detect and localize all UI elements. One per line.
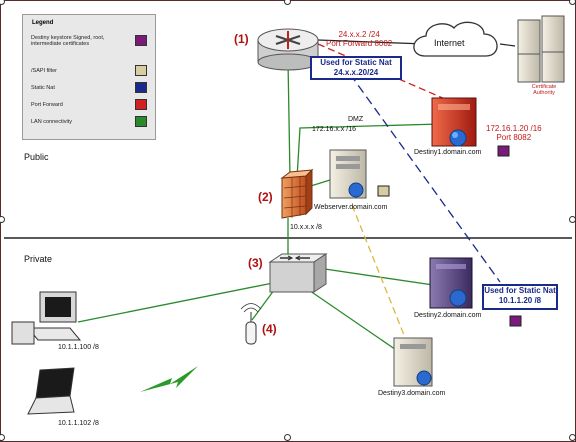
destiny1-keystore-marker [497, 145, 510, 157]
webserver-label: Webserver.domain.com [314, 204, 388, 211]
resize-handle-top[interactable] [284, 0, 291, 5]
legend-title: Legend [32, 20, 54, 26]
wireless-signal-icon [140, 366, 198, 392]
legend-swatch-keystore [135, 35, 147, 46]
marker-3: (3) [248, 256, 263, 270]
static-nat-public-line1: Used for Static Nat [320, 58, 392, 67]
destiny1-port: Port 8082 [496, 133, 532, 142]
internet-cloud-icon [413, 21, 498, 57]
dmz-subnet-label: 172.16.x.x /16 [312, 126, 356, 133]
resize-handle-bottom-left[interactable] [0, 434, 5, 441]
destiny2-server-icon [429, 257, 473, 309]
marker-2: (2) [258, 190, 273, 204]
destiny1-ip: 172.16.1.20 /16 [486, 124, 542, 133]
legend-swatch-isapi [135, 65, 147, 76]
internet-label: Internet [434, 38, 465, 48]
router-port-forward: Port Forward 8082 [326, 39, 393, 48]
router-ip: 24.x.x.2 /24 [338, 30, 380, 39]
static-nat-public-box: Used for Static Nat 24.x.x.20/24 [310, 56, 402, 80]
static-nat-private-line1: Used for Static Nat [484, 286, 556, 295]
router-icon [257, 28, 319, 71]
static-nat-public-line2: 24.x.x.20/24 [333, 68, 379, 77]
desktop-ip-label: 10.1.1.100 /8 [58, 344, 99, 351]
destiny1-ip-group: 172.16.1.20 /16 Port 8082 [486, 124, 542, 142]
legend-swatch-lan [135, 116, 147, 127]
certificate-authority-label: Certificate Authority [531, 84, 557, 96]
laptop-ip-label: 10.1.1.102 /8 [58, 420, 99, 427]
legend-label-isapi: /SAPI filter [31, 68, 57, 74]
destiny1-label: Destiny1.domain.com [414, 149, 482, 156]
resize-handle-bottom[interactable] [284, 434, 291, 441]
destiny2-keystore-marker [509, 315, 522, 327]
destiny3-server-icon [393, 337, 433, 387]
resize-handle-left[interactable] [0, 216, 5, 223]
lan-links [77, 59, 441, 357]
static-nat-link [349, 73, 501, 283]
destiny1-server-icon [431, 97, 477, 147]
legend-box: Legend Destiny keystore Signed, root, in… [22, 14, 156, 140]
legend-swatch-static-nat [135, 82, 147, 93]
legend-label-keystore: Destiny keystore Signed, root, intermedi… [31, 35, 105, 47]
legend-label-port-forward: Port Forward [31, 102, 63, 108]
marker-4: (4) [262, 322, 277, 336]
firewall-subnet-label: 10.x.x.x /8 [290, 224, 322, 231]
static-nat-private-line2: 10.1.1.20 /8 [498, 296, 542, 305]
legend-label-static-nat: Static Nat [31, 85, 55, 91]
router-internet-link [317, 39, 426, 45]
certificate-authority-icon [517, 15, 565, 83]
port-forward-link [317, 43, 453, 103]
zone-label-public: Public [24, 152, 49, 162]
zone-label-private: Private [24, 254, 53, 264]
webserver-isapi-marker [377, 185, 390, 197]
webserver-icon [329, 149, 367, 199]
dmz-label: DMZ [348, 116, 364, 123]
internet-ca-link [499, 43, 516, 47]
laptop-icon [27, 367, 75, 415]
destiny2-label: Destiny2.domain.com [414, 312, 482, 319]
marker-1: (1) [234, 32, 249, 46]
router-ip-label: 24.x.x.2 /24 Port Forward 8082 [326, 30, 392, 48]
static-nat-private-box: Used for Static Nat 10.1.1.20 /8 [482, 284, 558, 310]
legend-label-lan: LAN connectivity [31, 119, 72, 125]
firewall-icon [280, 168, 314, 219]
access-point-icon [240, 303, 262, 345]
isapi-link [351, 204, 407, 341]
switch-icon [268, 253, 328, 293]
resize-handle-top-left[interactable] [0, 0, 5, 5]
legend-swatch-port-forward [135, 99, 147, 110]
desktop-pc-icon [11, 291, 82, 345]
destiny3-label: Destiny3.domain.com [378, 390, 446, 397]
